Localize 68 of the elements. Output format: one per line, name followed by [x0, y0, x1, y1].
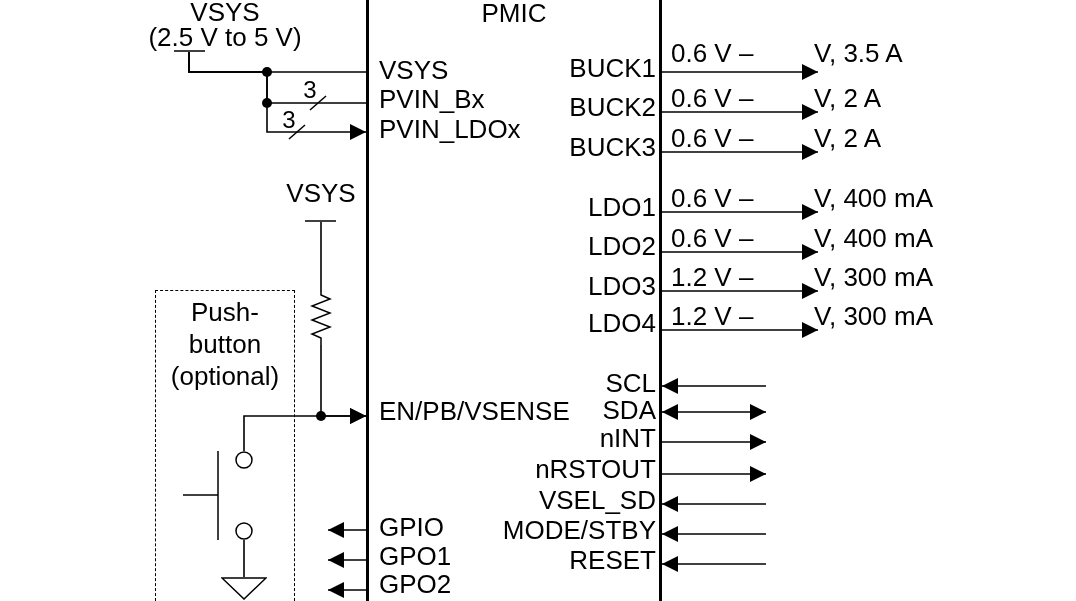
push-button-switch-symbol [182, 450, 255, 540]
group-label: Push-button (optional) [169, 296, 281, 392]
dashed-group-box [155, 290, 295, 601]
rating-label: V, 400 mA [814, 226, 933, 250]
arrow [661, 466, 767, 482]
pin-label: RESET [569, 547, 656, 573]
pin-label: LDO3 [588, 273, 656, 299]
supply-label: VSYS [286, 180, 356, 206]
pin-label: nRSTOUT [535, 456, 656, 482]
pin-label: GPIO [379, 514, 444, 540]
arrow [661, 526, 767, 542]
chip-label: PMIC [481, 0, 547, 26]
pin-label: nINT [599, 425, 656, 451]
arrow [661, 244, 819, 260]
wire [243, 539, 245, 578]
arrow [661, 378, 767, 394]
arrow [243, 408, 367, 452]
pin-label: LDO1 [588, 194, 656, 220]
edge-label: 0.6 V – [671, 226, 754, 250]
arrow [661, 322, 819, 338]
edge-label: 0.6 V – [671, 86, 754, 110]
supply-label: VSYS [190, 0, 260, 25]
arrow [661, 496, 767, 512]
pin-label: MODE/STBY [502, 517, 656, 543]
arrow [327, 582, 367, 598]
arrow [661, 204, 819, 220]
pin-label: LDO2 [588, 233, 656, 259]
pin-label: PVIN_Bx [379, 86, 485, 112]
edge-label: 1.2 V – [671, 304, 754, 328]
pin-label: SDA [602, 397, 656, 423]
pin-label: SCL [605, 370, 656, 396]
edge-label: 0.6 V – [671, 126, 754, 150]
pin-label: VSYS [379, 57, 449, 83]
pin-label: BUCK1 [569, 55, 656, 81]
pin-label: GPO1 [379, 543, 452, 569]
edge-label: 0.6 V – [671, 186, 754, 210]
edge-label: 3 [302, 78, 318, 102]
arrow [661, 556, 767, 572]
pin-label: GPO2 [379, 571, 452, 597]
edge-label: 3 [281, 108, 297, 132]
arrow [661, 104, 819, 120]
rating-label: V, 300 mA [814, 265, 933, 289]
arrow [661, 64, 819, 80]
arrow [661, 144, 819, 160]
pin-label: PVIN_LDOx [379, 116, 521, 142]
pin-label: BUCK2 [569, 94, 656, 120]
ground-symbol [220, 576, 267, 600]
pin-label: LDO4 [588, 310, 656, 336]
edge-label: 1.2 V – [671, 265, 754, 289]
arrow [327, 522, 367, 538]
rating-label: V, 2 A [814, 126, 881, 150]
rating-label: V, 3.5 A [814, 41, 903, 65]
resistor-symbol [310, 292, 332, 345]
arrow [188, 51, 367, 140]
arrow [661, 283, 819, 299]
rating-label: V, 2 A [814, 86, 881, 110]
chip-body [366, 0, 662, 601]
voltage-range-label: (2.5 V to 5 V) [148, 25, 302, 50]
pin-label: BUCK3 [569, 134, 656, 160]
double-arrow [661, 404, 767, 420]
rating-label: V, 300 mA [814, 304, 933, 328]
arrow [661, 434, 767, 450]
wire [320, 221, 322, 293]
edge-label: 0.6 V – [671, 41, 754, 65]
pin-label: EN/PB/VSENSE [379, 398, 570, 424]
pin-label: VSEL_SD [538, 487, 656, 513]
rating-label: V, 400 mA [814, 186, 933, 210]
arrow [327, 552, 367, 568]
